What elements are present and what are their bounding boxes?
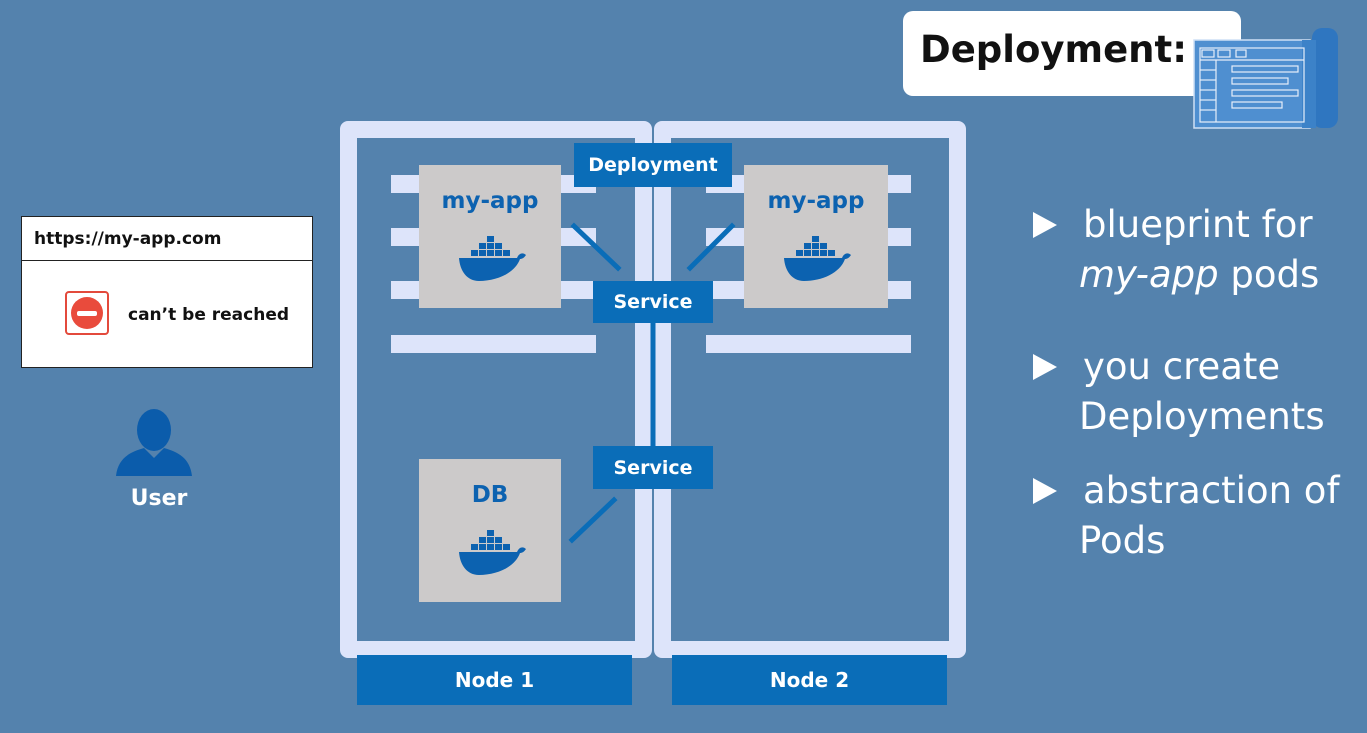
- connector-line: [570, 222, 622, 272]
- bullet-1-line2: pods: [1218, 253, 1320, 296]
- bullet-1: blueprint for my-app pods: [1033, 200, 1353, 300]
- url-bar[interactable]: https://my-app.com: [22, 217, 312, 261]
- blueprint-icon: [1193, 28, 1338, 129]
- stripe: [391, 335, 596, 353]
- bullet-1-em: my-app: [1079, 253, 1219, 296]
- docker-icon: [784, 236, 851, 281]
- connector-line: [568, 496, 618, 544]
- play-arrow-icon: [1033, 478, 1057, 504]
- user-icon: [116, 409, 192, 476]
- bullet-3-line1: abstraction of: [1083, 469, 1340, 512]
- pod-my-app-node1: my-app: [419, 165, 561, 308]
- connector-line: [686, 222, 736, 272]
- deployment-box: Deployment: [574, 143, 732, 187]
- browser-window: https://my-app.com can’t be reached: [21, 216, 313, 368]
- service-box-top: Service: [593, 281, 713, 323]
- service-box-bottom: Service: [593, 446, 713, 489]
- docker-icon: [459, 530, 526, 575]
- bullet-3: abstraction of Pods: [1033, 466, 1363, 566]
- bullet-3-line2: Pods: [1079, 519, 1166, 562]
- pod-my-app-node2: my-app: [744, 165, 888, 308]
- error-message: can’t be reached: [128, 305, 290, 325]
- play-arrow-icon: [1033, 212, 1057, 238]
- pod-db: DB: [419, 459, 561, 602]
- bullet-2-line2: Deployments: [1079, 395, 1325, 438]
- node-2-frame: [654, 121, 966, 658]
- play-arrow-icon: [1033, 354, 1057, 380]
- bullet-2: you create Deployments: [1033, 342, 1353, 442]
- pod-label: my-app: [441, 188, 539, 214]
- node-1-frame: [340, 121, 652, 658]
- title-card: [903, 11, 1241, 96]
- pod-label: my-app: [767, 188, 865, 214]
- stripe: [706, 335, 911, 353]
- page-title: Deployment:: [920, 28, 1187, 71]
- user-label: User: [130, 486, 188, 511]
- pod-label: DB: [471, 482, 509, 508]
- no-entry-icon: [65, 291, 109, 335]
- bullet-1-line1: blueprint for: [1083, 203, 1313, 246]
- bullet-2-line1: you create: [1083, 345, 1281, 388]
- node-2-label: Node 2: [672, 655, 947, 705]
- node-1-label: Node 1: [357, 655, 632, 705]
- docker-icon: [459, 236, 526, 281]
